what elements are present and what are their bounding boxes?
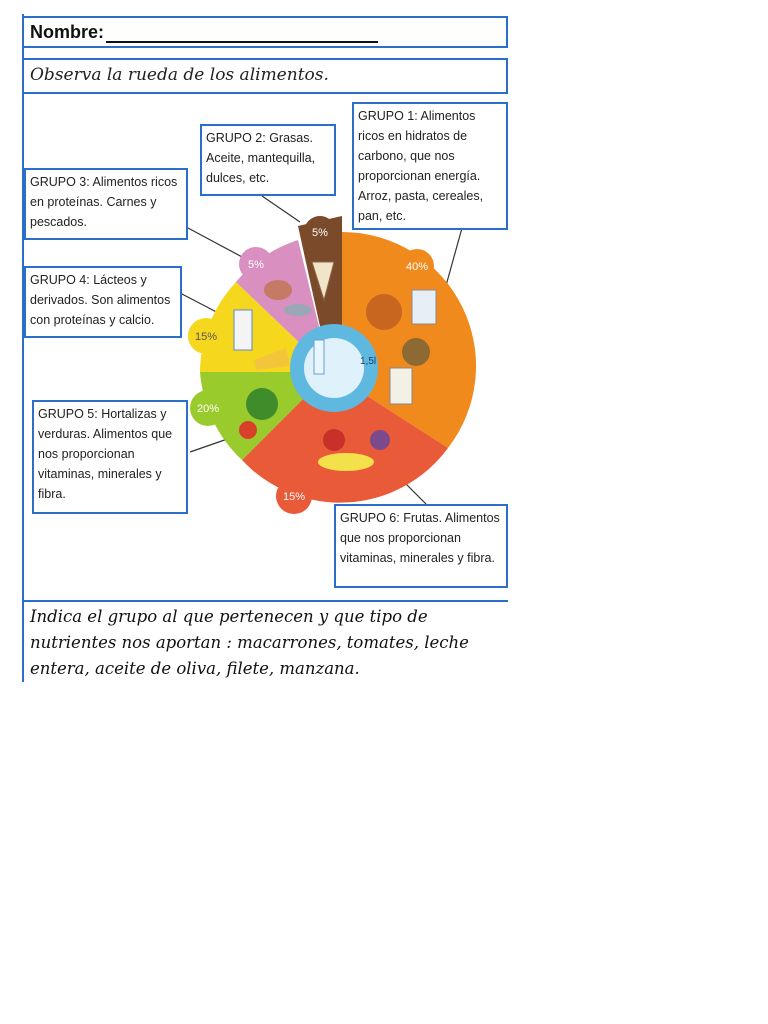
water-bottle-illustration [313,339,325,375]
cereal-box-illustration [411,289,437,325]
cheese-illustration [254,348,290,370]
callout-grupo1-text: GRUPO 1: Alimentos ricos en hidratos de … [358,109,484,223]
fish-illustration [284,304,312,316]
percent-bubble-grupo6 [276,478,312,514]
percent-bubble-grupo4 [188,318,224,354]
callout-grupo2: GRUPO 2: Grasas. Aceite, mantequilla, du… [200,124,336,196]
center-volume-label: 1,5l [360,356,376,367]
bread-illustration [366,294,402,330]
callout-grupo5-text: GRUPO 5: Hortalizas y verduras. Alimento… [38,407,173,501]
leader-line-grupo2 [261,195,301,223]
milk-carton-illustration [233,309,253,351]
sector-grupo6 [242,372,448,503]
percent-label-grupo6: 15% [283,491,305,503]
name-field-box: Nombre: [24,16,508,48]
apple-illustration [323,429,345,451]
percent-label-grupo4: 15% [195,331,217,343]
percent-label-grupo2: 5% [312,227,328,239]
question-box: Indica el grupo al que pertenecen y que … [24,600,508,682]
banana-illustration [318,453,374,471]
leader-line-grupo3 [187,227,245,259]
callout-grupo1: GRUPO 1: Alimentos ricos en hidratos de … [352,102,508,230]
tomato-illustration [239,421,257,439]
worksheet-border [22,14,510,682]
instruction-box: Observa la rueda de los alimentos. [24,58,508,94]
callout-grupo6-text: GRUPO 6: Frutas. Alimentos que nos propo… [340,511,500,565]
lettuce-illustration [246,388,278,420]
callout-grupo2-text: GRUPO 2: Grasas. Aceite, mantequilla, du… [206,131,316,185]
callout-grupo6: GRUPO 6: Frutas. Alimentos que nos propo… [334,504,508,588]
percent-label-grupo3: 5% [248,259,264,271]
water-center-inner [304,338,364,398]
rice-bowl-illustration [402,338,430,366]
percent-bubble-grupo3 [239,247,273,281]
instruction-text: Observa la rueda de los alimentos. [30,65,329,85]
callout-grupo4-text: GRUPO 4: Lácteos y derivados. Son alimen… [30,273,171,327]
callout-grupo4: GRUPO 4: Lácteos y derivados. Son alimen… [24,266,182,338]
callout-grupo3: GRUPO 3: Alimentos ricos en proteínas. C… [24,168,188,240]
callout-grupo5: GRUPO 5: Hortalizas y verduras. Alimento… [32,400,188,514]
flour-bag-illustration [389,367,413,405]
name-write-line[interactable] [106,41,378,43]
percent-bubble-grupo2 [304,216,336,248]
question-text: Indica el grupo al que pertenecen y que … [30,607,469,678]
percent-bubble-grupo1 [400,249,434,283]
callout-grupo3-text: GRUPO 3: Alimentos ricos en proteínas. C… [30,175,178,229]
percent-label-grupo1: 40% [406,261,428,273]
percent-bubble-grupo5 [190,390,226,426]
percent-label-grupo5: 20% [197,403,219,415]
cake-slice-illustration [311,261,335,302]
name-label: Nombre: [30,22,105,42]
grapes-illustration [370,430,390,450]
ham-illustration [264,280,292,300]
